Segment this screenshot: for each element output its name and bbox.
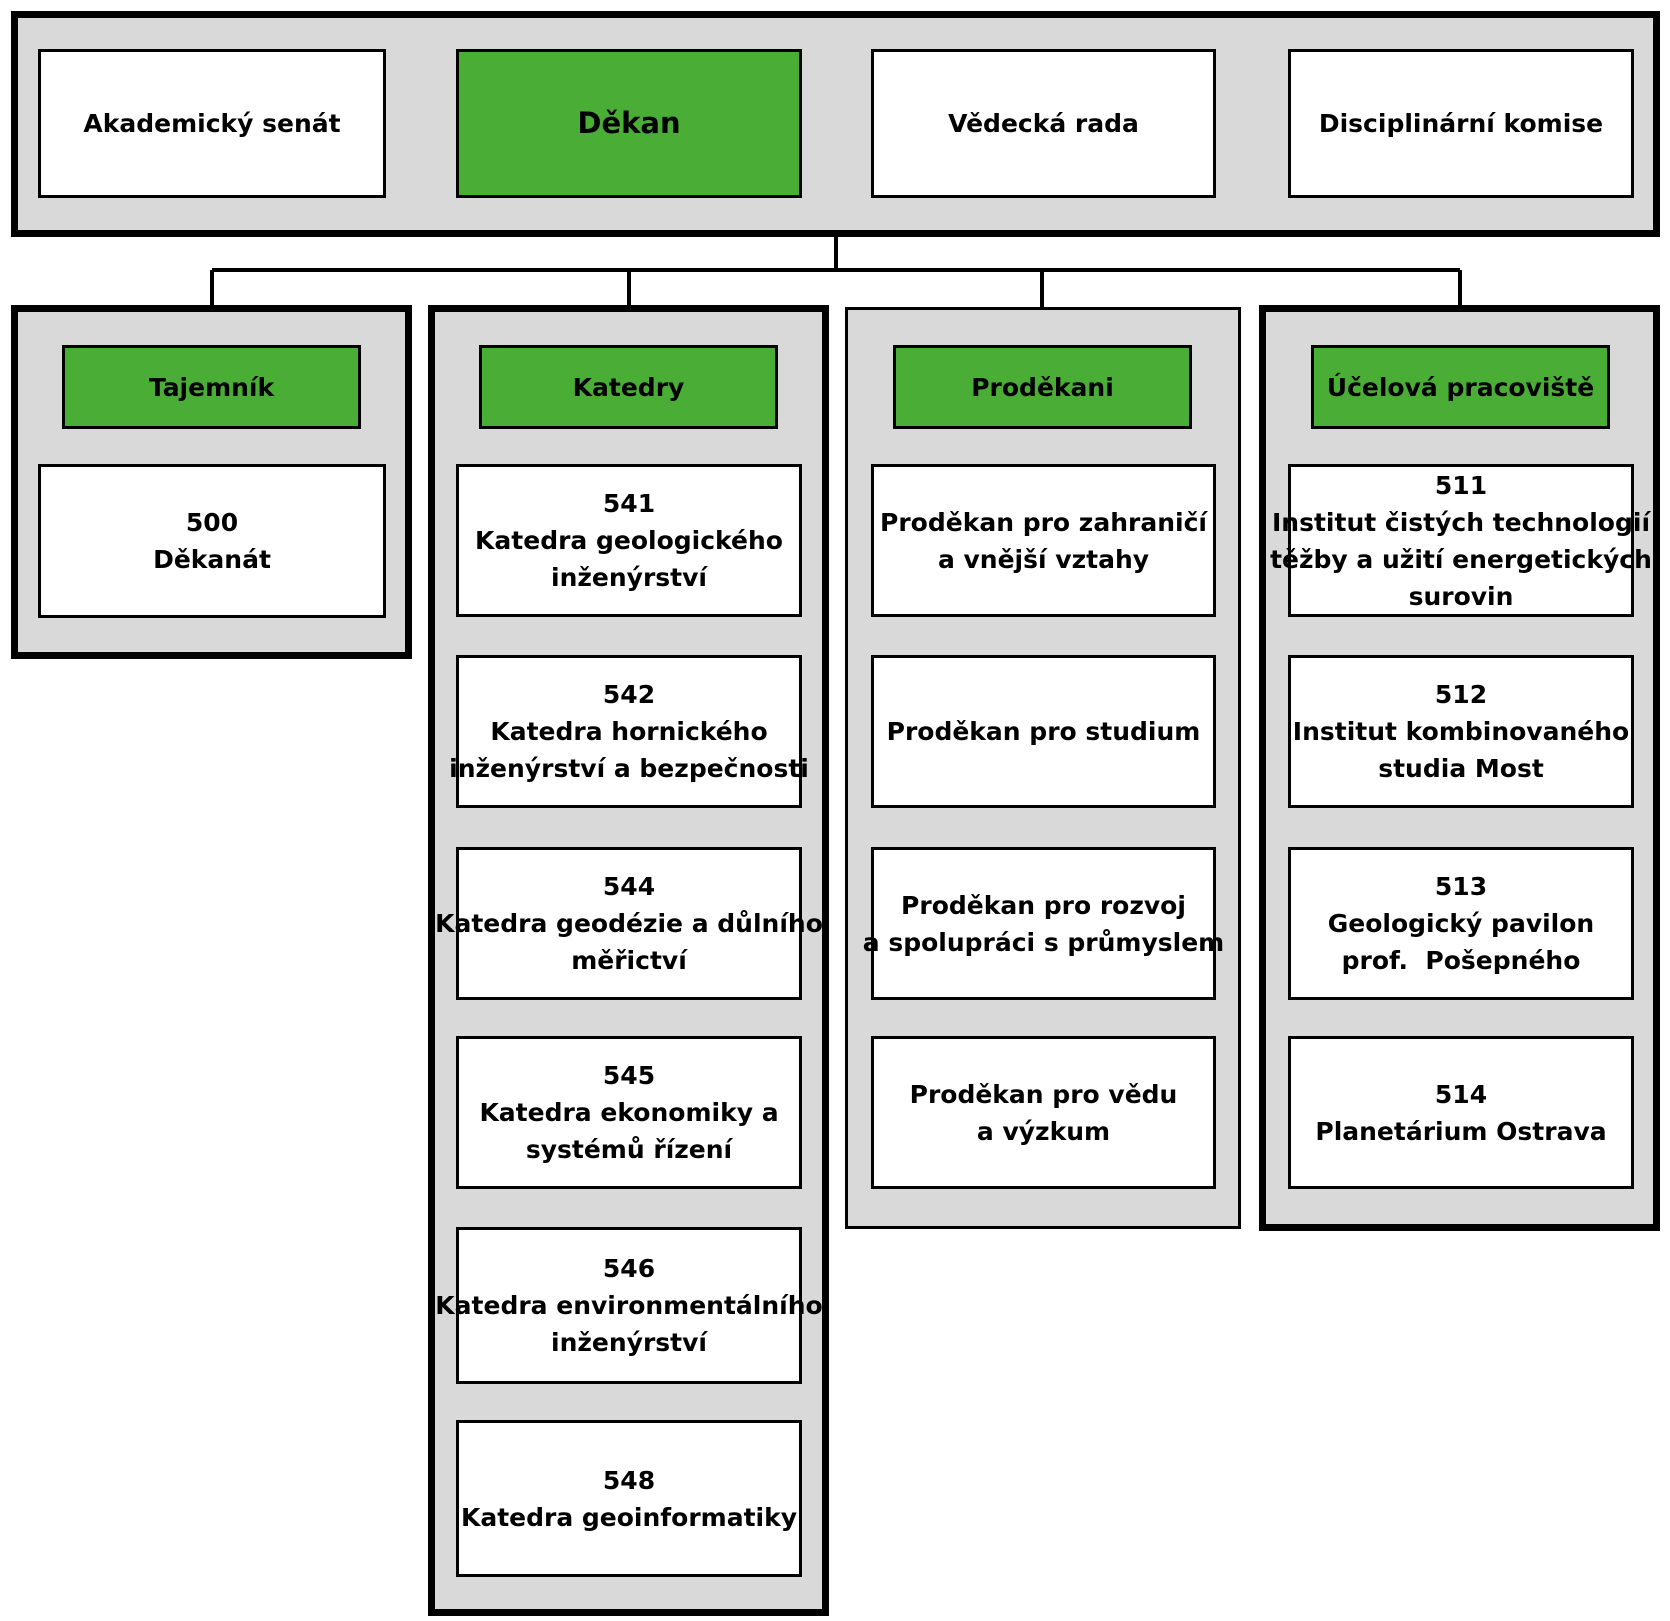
unit-name-line: inženýrství bbox=[551, 563, 707, 592]
org-unit-513: 513 Geologický pavilon prof. Pošepného bbox=[1288, 847, 1634, 1000]
unit-name-line: Katedra environmentálního bbox=[435, 1291, 823, 1320]
org-unit-541: 541 Katedra geologického inženýrství bbox=[456, 464, 802, 617]
unit-code: 546 bbox=[602, 1254, 656, 1283]
scientific-board-label: Vědecká rada bbox=[948, 109, 1139, 138]
vice-dean-development: Proděkan pro rozvoj a spolupráci s průmy… bbox=[863, 847, 1224, 1000]
disciplinary-committee-box: Disciplinární komise bbox=[1288, 49, 1634, 198]
academic-senate-box: Akademický senát bbox=[38, 49, 386, 198]
unit-name-line: Katedra hornického bbox=[490, 717, 768, 746]
org-unit-545: 545 Katedra ekonomiky a systémů řízení bbox=[456, 1036, 802, 1189]
vice-dean-science: Proděkan pro vědu a výzkum bbox=[871, 1036, 1216, 1189]
unit-name-line: a vnější vztahy bbox=[937, 544, 1150, 574]
unit-name-line: těžby a užití energetických bbox=[1270, 544, 1652, 574]
org-unit-548: 548 Katedra geoinformatiky bbox=[456, 1420, 802, 1577]
unit-name-line: Proděkan pro rozvoj bbox=[901, 890, 1186, 920]
scientific-board-box: Vědecká rada bbox=[871, 49, 1216, 198]
unit-code: 544 bbox=[602, 872, 656, 901]
org-unit-542: 542 Katedra hornického inženýrství a bez… bbox=[449, 655, 809, 808]
unit-name-line: měřictví bbox=[571, 946, 687, 975]
unit-code: 512 bbox=[1434, 680, 1488, 709]
dean-box: Děkan bbox=[456, 49, 802, 198]
unit-name-line: prof. Pošepného bbox=[1341, 946, 1581, 975]
departments-header: Katedry bbox=[479, 345, 778, 429]
org-unit-544: 544 Katedra geodézie a důlního měřictví bbox=[435, 847, 823, 1000]
secretary-header-label: Tajemník bbox=[148, 372, 275, 402]
vice-dean-studies: Proděkan pro studium bbox=[871, 655, 1216, 808]
unit-name-line: systémů řízení bbox=[525, 1135, 733, 1164]
unit-name-line: inženýrství a bezpečnosti bbox=[449, 754, 809, 783]
unit-code: 514 bbox=[1434, 1079, 1488, 1109]
unit-name-line: Katedra geoinformatiky bbox=[460, 1502, 798, 1532]
unit-name-line: Institut čistých technologií bbox=[1272, 507, 1651, 537]
unit-code: 541 bbox=[602, 489, 656, 518]
unit-name-line: a výzkum bbox=[976, 1116, 1111, 1146]
disciplinary-committee-label: Disciplinární komise bbox=[1318, 109, 1604, 138]
unit-code: 513 bbox=[1434, 872, 1488, 901]
unit-name: Děkanát bbox=[153, 545, 271, 574]
unit-name-line: Proděkan pro vědu bbox=[909, 1079, 1178, 1109]
org-unit-546: 546 Katedra environmentálního inženýrstv… bbox=[435, 1227, 823, 1384]
secretary-header: Tajemník bbox=[62, 345, 361, 429]
org-unit-500: 500 Děkanát bbox=[38, 464, 386, 618]
unit-name-line: Katedra geodézie a důlního bbox=[435, 909, 823, 938]
org-unit-512: 512 Institut kombinovaného studia Most bbox=[1288, 655, 1634, 808]
unit-name-line: Proděkan pro zahraničí bbox=[880, 507, 1207, 537]
unit-name-line: studia Most bbox=[1378, 754, 1544, 783]
unit-code: 545 bbox=[602, 1061, 656, 1090]
org-unit-511: 511 Institut čistých technologií těžby a… bbox=[1270, 464, 1652, 617]
academic-senate-label: Akademický senát bbox=[83, 109, 341, 138]
unit-name-line: inženýrství bbox=[551, 1328, 707, 1357]
unit-code: 548 bbox=[602, 1465, 656, 1495]
dean-label: Děkan bbox=[577, 106, 681, 140]
unit-name-line: Planetárium Ostrava bbox=[1315, 1116, 1607, 1146]
departments-header-label: Katedry bbox=[572, 372, 685, 402]
unit-code: 500 bbox=[185, 508, 239, 537]
vice-deans-header: Proděkani bbox=[893, 345, 1192, 429]
unit-code: 511 bbox=[1434, 470, 1488, 500]
unit-name-line: Geologický pavilon bbox=[1327, 909, 1595, 938]
vice-deans-header-label: Proděkani bbox=[971, 372, 1114, 402]
special-units-header: Účelová pracoviště bbox=[1311, 345, 1610, 429]
unit-name-line: Proděkan pro studium bbox=[886, 717, 1201, 746]
unit-name-line: surovin bbox=[1408, 581, 1514, 611]
org-unit-514: 514 Planetárium Ostrava bbox=[1288, 1036, 1634, 1189]
unit-name-line: Katedra ekonomiky a bbox=[479, 1098, 779, 1127]
special-units-header-label: Účelová pracoviště bbox=[1326, 372, 1595, 402]
unit-code: 542 bbox=[602, 680, 656, 709]
unit-name-line: a spolupráci s průmyslem bbox=[862, 927, 1225, 957]
unit-name-line: Katedra geologického bbox=[475, 526, 783, 555]
unit-name-line: Institut kombinovaného bbox=[1292, 717, 1630, 746]
vice-dean-international: Proděkan pro zahraničí a vnější vztahy bbox=[871, 464, 1216, 617]
